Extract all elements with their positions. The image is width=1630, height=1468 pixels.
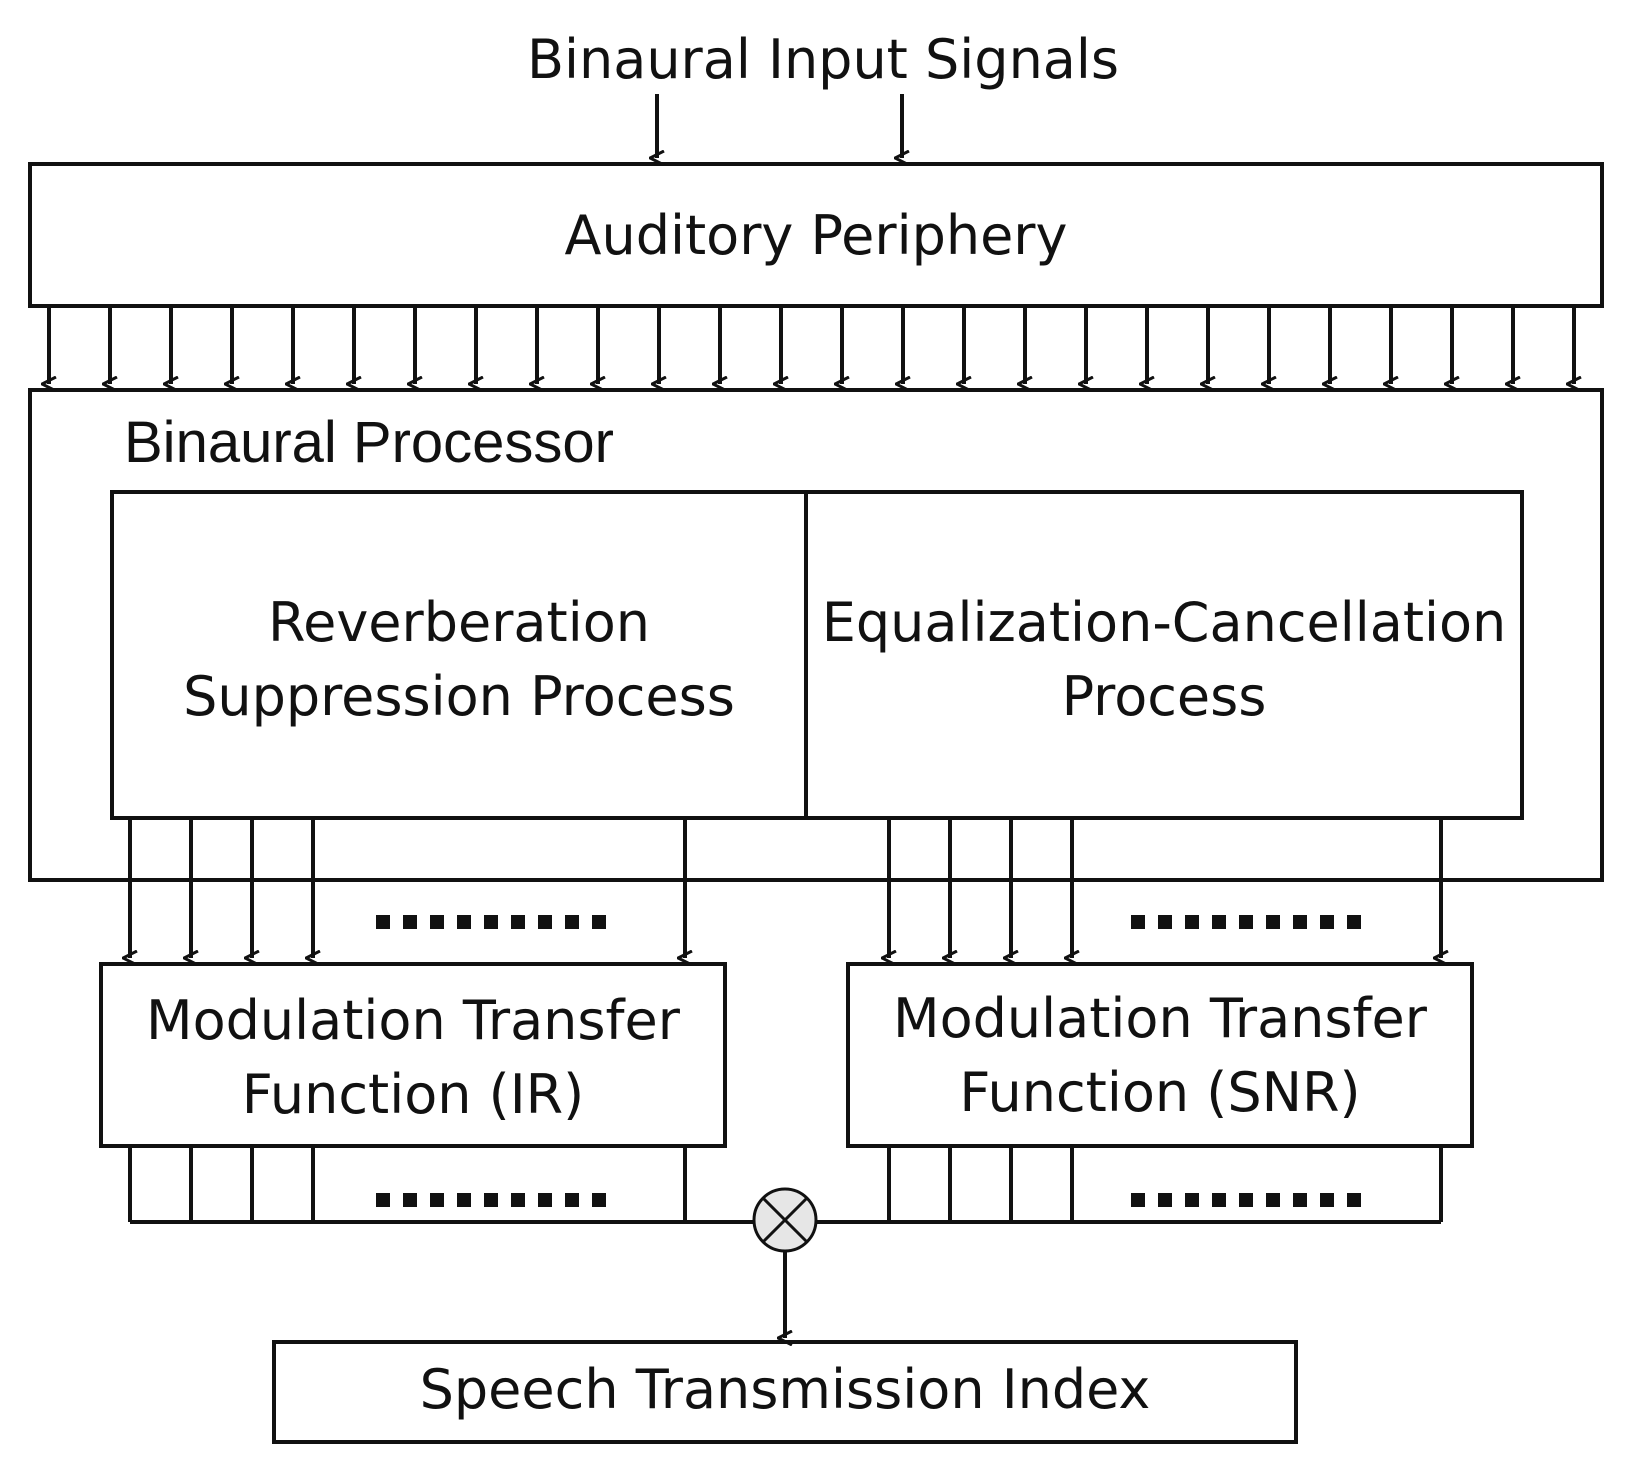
reverberation-suppression-label: Reverberation Suppression Process: [183, 586, 735, 734]
ellipsis-dot: [1266, 915, 1280, 929]
ellipsis-dot: [484, 915, 498, 929]
ellipsis-dot: [1158, 915, 1172, 929]
ellipsis-dot: [457, 1193, 471, 1207]
ellipsis-dot: [1239, 915, 1253, 929]
ellipsis-dot: [403, 915, 417, 929]
binaural-processor-label: Binaural Processor: [124, 410, 614, 475]
ellipsis-dot: [403, 1193, 417, 1207]
ellipsis-dot: [376, 915, 390, 929]
ellipsis-dot: [1293, 915, 1307, 929]
ellipsis-dot: [376, 1193, 390, 1207]
ellipsis-dot: [484, 1193, 498, 1207]
ellipsis-dot: [1185, 1193, 1199, 1207]
mtf-snr-line-2: Function (SNR): [959, 1061, 1361, 1124]
ellipsis-dot: [1239, 1193, 1253, 1207]
ellipsis-dot: [1185, 915, 1199, 929]
ellipsis-dot: [511, 915, 525, 929]
ellipsis-dot: [1212, 915, 1226, 929]
reverberation-line-1: Reverberation: [268, 591, 650, 654]
ellipsis-dot: [538, 1193, 552, 1207]
input-arrows: [657, 94, 902, 158]
reverberation-line-2: Suppression Process: [183, 665, 735, 728]
ellipsis-dot: [592, 1193, 606, 1207]
boxes: [28, 162, 1604, 1444]
ellipsis-dot: [1158, 1193, 1172, 1207]
periphery-arrows: [49, 306, 1574, 384]
bottom-connectors: [128, 1146, 1443, 1224]
mtf-ir-line-1: Modulation Transfer: [146, 989, 680, 1052]
inner-process-box: [110, 490, 1524, 820]
ellipsis-dot: [1347, 915, 1361, 929]
ellipsis-dot: [565, 915, 579, 929]
auditory-periphery-label: Auditory Periphery: [564, 204, 1068, 267]
ellipsis-dot: [1266, 1193, 1280, 1207]
mtf-ir-box: [99, 962, 727, 1148]
ec-line-1: Equalization-Cancellation: [821, 591, 1507, 654]
mtf-snr-box: [846, 962, 1474, 1148]
mtf-snr-line-1: Modulation Transfer: [893, 987, 1427, 1050]
ellipsis-dots: [376, 915, 1361, 1207]
mtf-snr-label: Modulation Transfer Function (SNR): [893, 982, 1427, 1130]
ellipsis-dot: [457, 915, 471, 929]
equalization-cancellation-label: Equalization-Cancellation Process: [822, 586, 1507, 734]
ellipsis-dot: [430, 915, 444, 929]
ellipsis-dot: [1320, 915, 1334, 929]
ellipsis-dot: [1293, 1193, 1307, 1207]
ellipsis-dot: [1131, 915, 1145, 929]
binaural-processor-box: [28, 388, 1604, 882]
process-arrows: [130, 818, 1441, 958]
ellipsis-dot: [1131, 1193, 1145, 1207]
mtf-ir-line-2: Function (IR): [241, 1063, 585, 1126]
ellipsis-dot: [1212, 1193, 1226, 1207]
ellipsis-dot: [511, 1193, 525, 1207]
ellipsis-dot: [1347, 1193, 1361, 1207]
input-signals-label: Binaural Input Signals: [526, 28, 1120, 91]
speech-transmission-index-label: Speech Transmission Index: [419, 1358, 1151, 1421]
ellipsis-dot: [538, 915, 552, 929]
multiply-icon: [752, 1187, 818, 1253]
ellipsis-dot: [1320, 1193, 1334, 1207]
ellipsis-dot: [592, 915, 606, 929]
auditory-periphery-box: [28, 162, 1604, 308]
mtf-ir-label: Modulation Transfer Function (IR): [146, 984, 680, 1132]
ellipsis-dot: [565, 1193, 579, 1207]
ellipsis-dot: [430, 1193, 444, 1207]
ec-line-2: Process: [1061, 665, 1267, 728]
